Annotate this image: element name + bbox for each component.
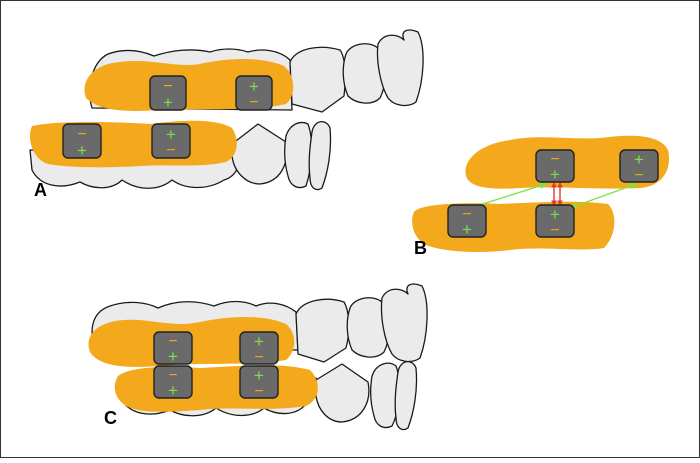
magnet-upper-1: − +: [153, 331, 193, 366]
upper-premolar-tooth: [295, 298, 350, 363]
lower-incisor-tooth: [394, 361, 418, 431]
magnet-minus-sign: −: [550, 151, 559, 168]
magnet-lower-2: + −: [535, 204, 575, 239]
magnet-plus-sign: +: [77, 141, 87, 160]
lower-splint: [29, 120, 237, 168]
lower-premolar-tooth: [231, 123, 288, 185]
magnet-plus-sign: +: [166, 125, 176, 144]
lower-incisor-tooth: [308, 121, 332, 191]
magnet-upper-2: + −: [619, 149, 659, 184]
magnet-minus-sign: −: [634, 167, 643, 184]
magnet-minus-sign: −: [168, 367, 177, 384]
magnet-plus-sign: +: [163, 93, 173, 112]
magnet-plus-sign: +: [550, 205, 560, 224]
magnet-minus-sign: −: [77, 126, 86, 143]
magnet-minus-sign: −: [168, 333, 177, 350]
upper-premolar-tooth: [289, 46, 346, 113]
magnet-minus-sign: −: [254, 383, 263, 400]
magnet-plus-sign: +: [550, 165, 560, 184]
magnet-upper-2: + −: [239, 331, 279, 366]
magnet-upper-1: − +: [535, 149, 575, 184]
magnet-minus-sign: −: [163, 78, 172, 95]
upper-incisor-tooth: [376, 29, 424, 107]
magnet-lower-1: − +: [153, 365, 193, 400]
panel-a: − + + − − + + − A: [29, 29, 424, 200]
panel-c: − + + − − + + − C: [88, 283, 428, 431]
magnet-minus-sign: −: [254, 349, 263, 366]
lower-premolar-tooth: [315, 363, 370, 423]
attraction-arrow: [568, 182, 638, 210]
magnet-lower-1: − +: [447, 204, 487, 239]
upper-canine-tooth: [346, 297, 390, 358]
magnet-plus-sign: +: [254, 332, 264, 351]
panel-label-b: B: [414, 238, 427, 258]
attraction-arrow: [468, 182, 548, 210]
magnet-plus-sign: +: [168, 347, 178, 366]
magnet-plus-sign: +: [462, 220, 472, 239]
upper-incisor-tooth: [380, 283, 428, 363]
lower-canine-tooth: [370, 362, 401, 429]
panel-label-c: C: [104, 408, 117, 428]
magnet-upper-2: + −: [235, 75, 273, 111]
magnet-lower-2: + −: [151, 123, 191, 159]
magnet-plus-sign: +: [168, 381, 178, 400]
magnet-plus-sign: +: [634, 150, 644, 169]
lower-splint: [114, 365, 318, 412]
panel-label-a: A: [34, 180, 47, 200]
lower-splint: [412, 201, 615, 252]
magnet-upper-1: − +: [149, 75, 187, 112]
magnet-lower-2: + −: [239, 365, 279, 400]
magnet-minus-sign: −: [249, 94, 258, 111]
upper-canine-tooth: [342, 43, 386, 104]
magnet-lower-1: − +: [62, 123, 102, 160]
lower-canine-tooth: [284, 121, 313, 189]
magnet-minus-sign: −: [166, 142, 175, 159]
magnet-minus-sign: −: [550, 222, 559, 239]
panel-b: − + + − − + + − B: [412, 135, 669, 258]
magnet-minus-sign: −: [462, 206, 471, 223]
magnet-plus-sign: +: [254, 366, 264, 385]
magnet-plus-sign: +: [249, 77, 259, 96]
